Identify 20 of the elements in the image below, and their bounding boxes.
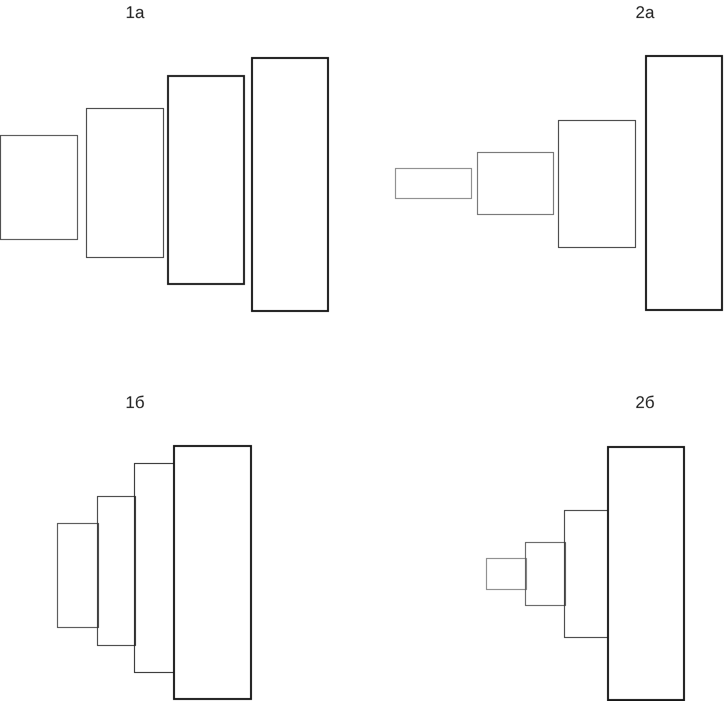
figure-label: 2а [636,3,654,24]
rectangle [167,75,245,285]
rectangle [173,445,252,700]
rectangle [477,152,554,215]
rectangle [395,168,472,199]
rectangle [564,510,609,638]
rectangle [134,463,175,673]
figure-label: 1б [125,393,145,414]
rectangle [251,57,329,312]
rectangle [558,120,636,248]
figure-label: 1а [126,3,144,24]
rectangle [86,108,164,258]
rectangle [525,542,566,606]
rectangle [486,558,527,590]
rectangle [97,496,136,646]
rectangle [645,55,723,311]
rectangle [57,523,99,628]
figure-label: 2б [635,393,655,414]
rectangle [0,135,78,240]
rectangle [607,446,685,701]
